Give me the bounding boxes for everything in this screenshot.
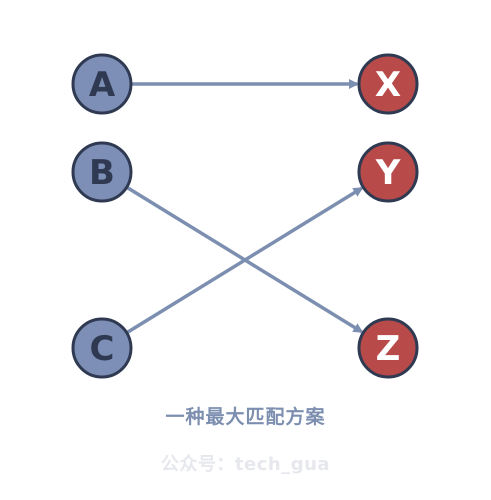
edges-layer [126,79,364,334]
node-label-a: A [89,65,116,105]
node-circle-b [71,141,133,203]
nodes-layer: A B C X Y Z [71,53,419,379]
node-label-x: X [375,65,401,105]
node-label-b: B [89,153,115,193]
node-label-z: Z [376,329,401,369]
node-b: B [71,141,133,203]
node-a: A [71,53,133,115]
node-z: Z [357,317,419,379]
edge-c-to-y [126,186,364,334]
diagram-caption: 一种最大匹配方案 [165,406,326,428]
node-circle-z [357,317,419,379]
node-label-c: C [90,329,115,369]
node-circle-c [71,317,133,379]
node-c: C [71,317,133,379]
node-circle-y [357,141,419,203]
node-circle-x [357,53,419,115]
watermark-credit: 公众号：tech_gua [160,454,331,475]
node-y: Y [357,141,419,203]
node-label-y: Y [375,153,401,193]
node-circle-a [71,53,133,115]
node-x: X [357,53,419,115]
